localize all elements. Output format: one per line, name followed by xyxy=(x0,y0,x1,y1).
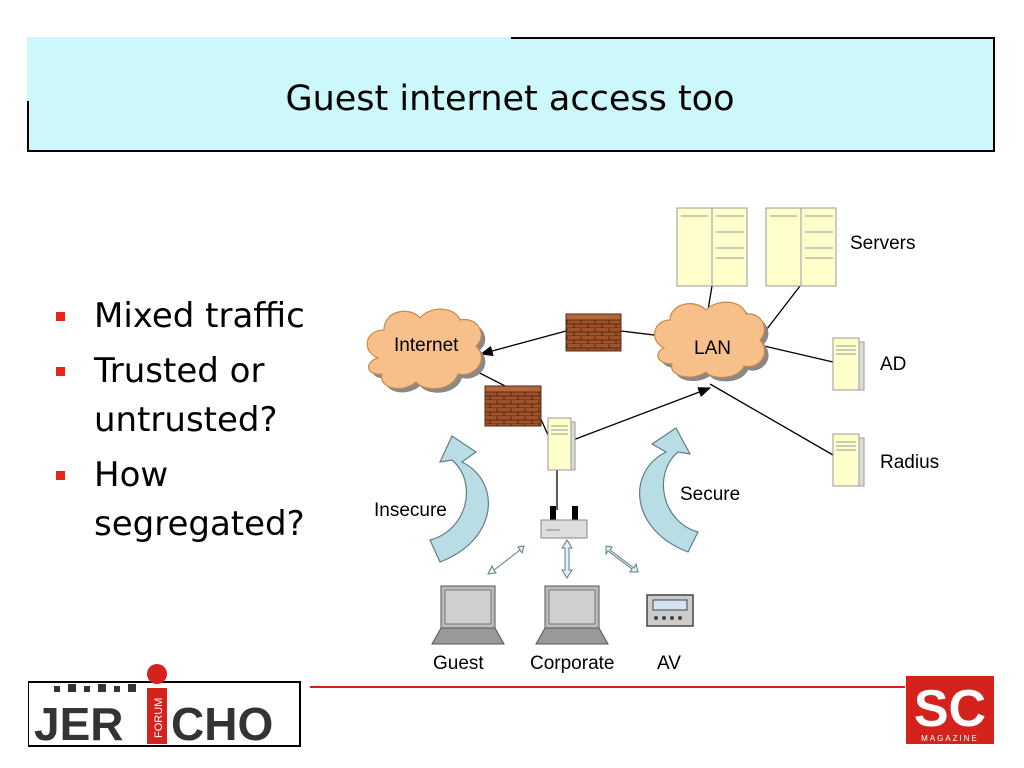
server-rack-icon xyxy=(676,207,748,287)
insecure-label: Insecure xyxy=(374,500,447,521)
servers-label: Servers xyxy=(850,233,915,254)
link-lan-to-ad xyxy=(763,345,834,363)
svg-text:CHO: CHO xyxy=(171,698,273,748)
slide-title: Guest internet access too xyxy=(285,79,735,119)
av-link-arrow-icon xyxy=(605,545,639,573)
sc-magazine-logo: SC MAGAZINE xyxy=(906,676,994,744)
link-firewall-to-internet xyxy=(479,330,567,356)
bullet-item: Mixed traffic xyxy=(52,292,352,341)
bullet-text: How segregated? xyxy=(94,455,305,544)
logo-left-subtext: FORUM xyxy=(153,698,165,738)
secure-curved-arrow-icon xyxy=(639,427,699,553)
guest-link-arrow-icon xyxy=(487,545,525,575)
insecure-curved-arrow-icon xyxy=(429,435,489,563)
bullet-marker xyxy=(56,367,65,376)
secure-label: Secure xyxy=(680,484,740,505)
bullet-list: Mixed traffic Trusted or untrusted? How … xyxy=(52,292,352,555)
logo-right-subtext: MAGAZINE xyxy=(921,734,979,743)
bullet-item: How segregated? xyxy=(52,451,352,549)
title-border-left xyxy=(27,101,29,152)
title-box: Guest internet access too xyxy=(27,37,995,152)
bullet-text: Trusted or untrusted? xyxy=(94,351,278,440)
link-server1-to-lan xyxy=(707,285,713,311)
bullet-text: Mixed traffic xyxy=(94,296,305,336)
bullet-marker xyxy=(56,471,65,480)
logo-right-text: SC xyxy=(914,680,986,738)
lan-label: LAN xyxy=(694,338,731,359)
guest-label: Guest xyxy=(433,653,484,674)
footer-divider xyxy=(310,686,905,688)
corporate-label: Corporate xyxy=(530,653,615,674)
guest-laptop-icon xyxy=(431,585,505,645)
corporate-laptop-icon xyxy=(535,585,609,645)
bullet-item: Trusted or untrusted? xyxy=(52,347,352,445)
ad-label: AD xyxy=(880,354,906,375)
internet-cloud-icon xyxy=(366,308,486,393)
access-point-icon xyxy=(540,506,588,539)
jericho-forum-logo: JER CHO FORUM xyxy=(28,664,301,748)
corporate-link-arrow-icon xyxy=(561,539,573,579)
ad-server-icon xyxy=(832,337,865,391)
logo-left-text: JER xyxy=(34,698,123,748)
lan-cloud-icon xyxy=(654,301,769,382)
title-border-top xyxy=(511,37,995,39)
radius-label: Radius xyxy=(880,452,939,473)
bullet-marker xyxy=(56,312,65,321)
wireless-link-arrows xyxy=(487,539,639,579)
firewall-icon xyxy=(484,385,542,427)
av-device-icon xyxy=(646,594,694,627)
link-lan-to-radius xyxy=(709,383,834,456)
firewall-icon xyxy=(565,313,622,352)
radius-server-icon xyxy=(832,433,865,487)
server-rack-icon xyxy=(765,207,837,287)
internet-label: Internet xyxy=(394,335,459,356)
link-gateway-to-lan xyxy=(572,387,712,441)
av-label: AV xyxy=(657,653,681,674)
gateway-server-icon xyxy=(547,417,576,471)
